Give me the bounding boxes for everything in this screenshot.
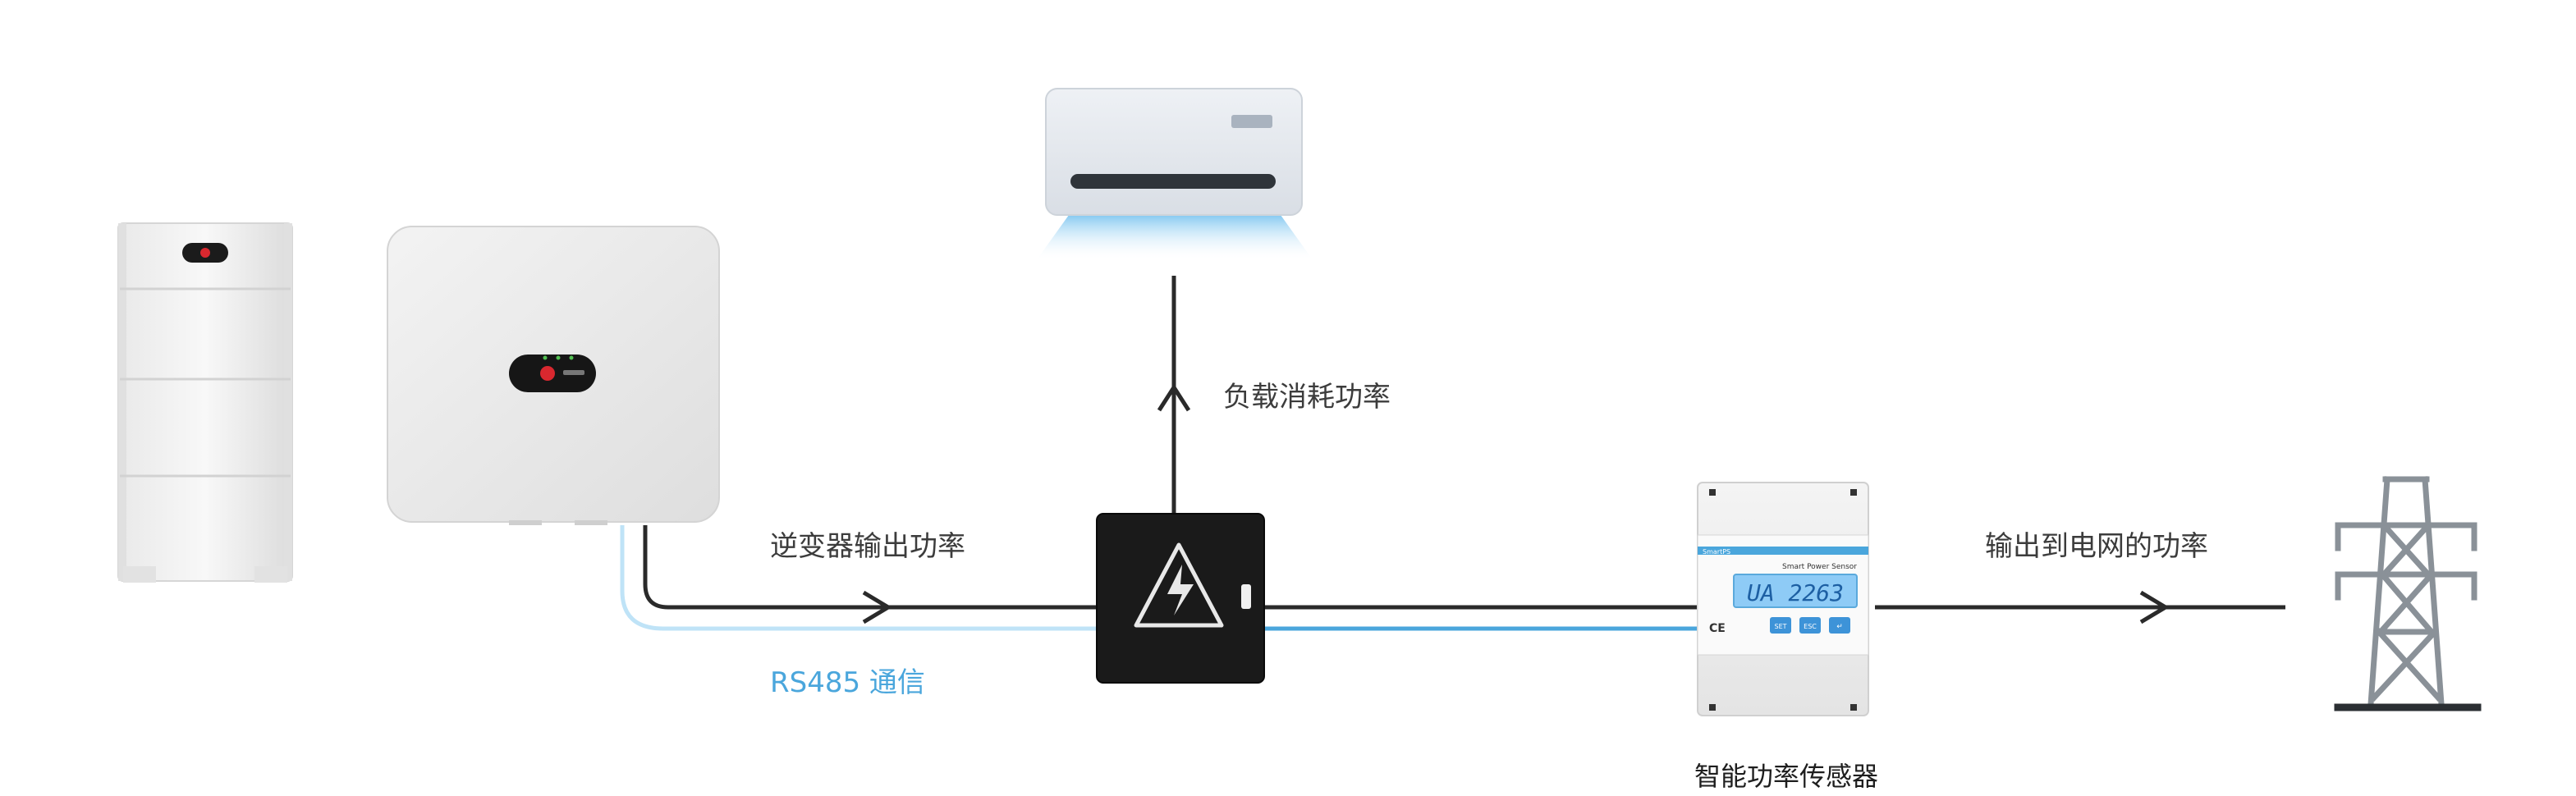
battery-stack-icon [117, 222, 293, 583]
meter-set-button: SET [1774, 623, 1786, 630]
meter-reading: UA 2263 [1747, 579, 1844, 606]
meter-title: Smart Power Sensor [1782, 563, 1857, 571]
meter-enter-button: ↵ [1836, 623, 1843, 631]
arrow-right-icon [862, 590, 891, 624]
rs485-cable-light [620, 525, 1098, 631]
power-tower-icon [2334, 476, 2482, 711]
inverter-output-label: 逆变器输出功率 [770, 530, 965, 563]
smart-sensor-label: 智能功率传感器 [1694, 761, 1879, 792]
rs485-label: RS485 通信 [770, 666, 925, 699]
smart-power-meter-icon: SmartPS Smart Power Sensor UA 2263 SET E… [1697, 482, 1869, 716]
meter-ce-mark: CE [1709, 622, 1726, 635]
arrow-right-icon [2139, 590, 2168, 624]
inverter-power-line [643, 525, 1098, 610]
load-consumption-label: 负载消耗功率 [1223, 381, 1391, 414]
meter-esc-button: ESC [1804, 623, 1817, 630]
meter-brand: SmartPS [1703, 548, 1730, 556]
inverter-icon [387, 226, 720, 525]
grid-output-label: 输出到电网的功率 [1985, 530, 2208, 563]
arrow-up-icon [1157, 385, 1191, 412]
high-voltage-box-icon [1096, 513, 1265, 684]
air-conditioner-icon [1036, 88, 1313, 261]
